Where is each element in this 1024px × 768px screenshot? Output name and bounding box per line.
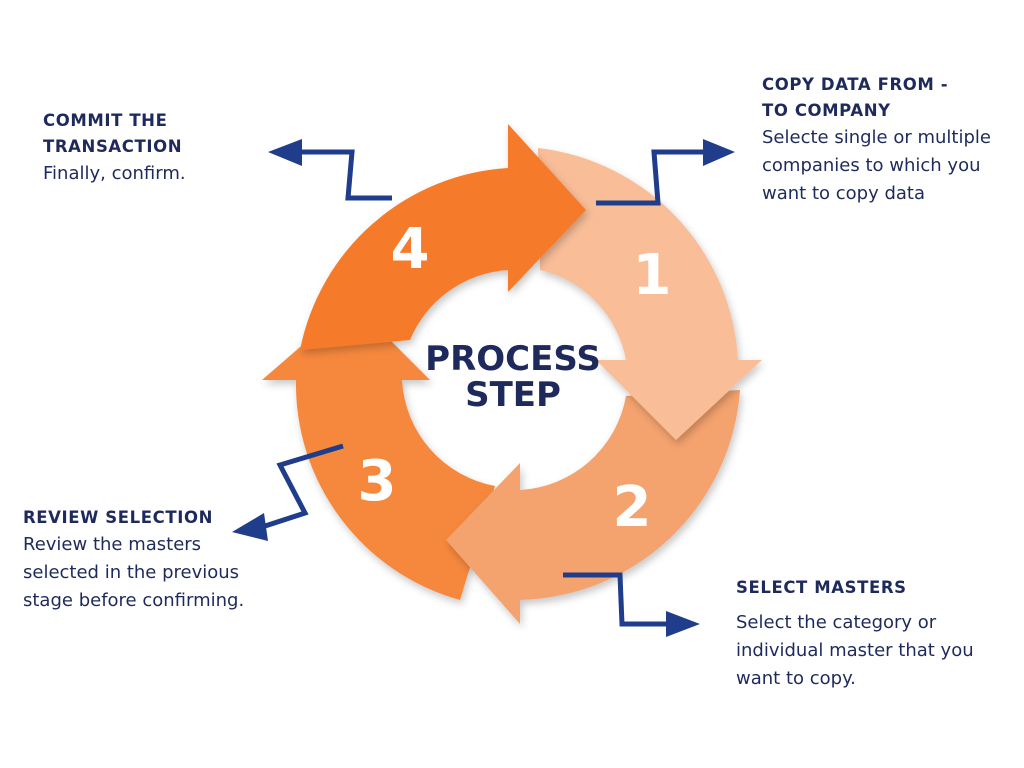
step-4-description: Finally, confirm. [43, 163, 186, 184]
step-1-title: COPY DATA FROM - TO COMPANY [762, 75, 949, 120]
cycle-arrow-step-2 [446, 390, 740, 624]
step-4-title: COMMIT THE TRANSACTION [43, 111, 183, 156]
step-2-description: Select the category or individual master… [736, 612, 974, 689]
callout-step-4: COMMIT THE TRANSACTION Finally, confirm. [43, 108, 283, 188]
callout-step-2: SELECT MASTERS Select the category or in… [736, 575, 1016, 693]
connector-arrow-step-3 [232, 443, 344, 541]
connector-arrow-step-2 [563, 572, 700, 637]
step-3-title: REVIEW SELECTION [23, 508, 213, 527]
connector-arrow-step-1 [596, 139, 735, 206]
callout-step-1: COPY DATA FROM - TO COMPANY Selecte sing… [762, 72, 1017, 208]
cycle-arrow-step-1 [538, 148, 762, 440]
step-number-1: 1 [633, 243, 672, 308]
step-2-title: SELECT MASTERS [736, 578, 907, 597]
center-label-line-2: STEP [465, 375, 561, 415]
center-label-line-1: PROCESS [425, 339, 601, 379]
cycle-arrow-step-4 [300, 124, 586, 350]
callout-step-3: REVIEW SELECTION Review the masters sele… [23, 505, 283, 615]
step-number-2: 2 [613, 475, 652, 540]
connector-arrow-step-4 [268, 139, 392, 201]
step-number-4: 4 [391, 217, 430, 282]
cycle-arrow-step-3 [262, 302, 495, 600]
step-number-3: 3 [358, 449, 397, 514]
step-1-description: Selecte single or multiple companies to … [762, 127, 991, 204]
step-3-description: Review the masters selected in the previ… [23, 534, 245, 611]
